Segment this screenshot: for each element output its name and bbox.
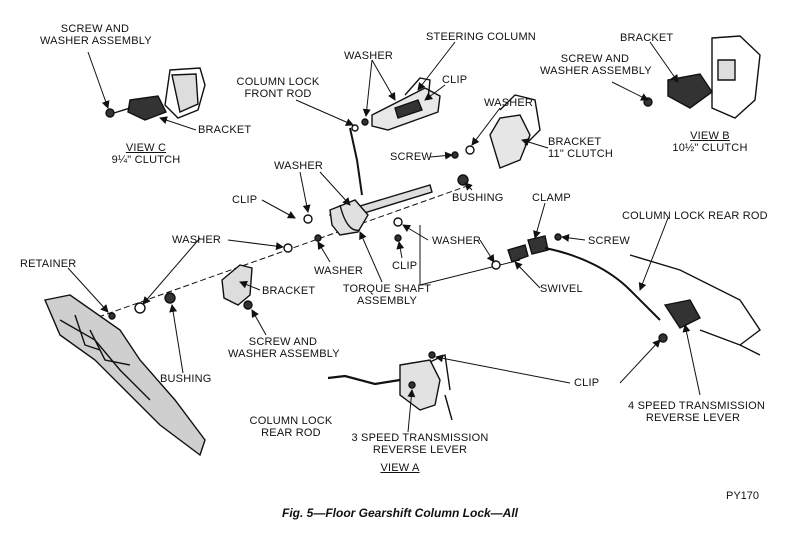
label-line: VIEW B	[690, 130, 730, 142]
view-a-assembly	[327, 351, 453, 421]
bracket-11-clutch	[451, 94, 541, 169]
label-line: FRONT ROD	[244, 88, 312, 100]
label-line: SCREW AND	[248, 336, 318, 348]
label-line: SCREW AND	[60, 23, 130, 35]
label-bracket-11-clutch: BRACKET 11" CLUTCH	[548, 136, 613, 160]
label-column-lock-front-rod: COLUMN LOCK FRONT ROD	[228, 76, 328, 100]
label-line: VIEW C	[125, 142, 167, 154]
floor-panel	[44, 294, 206, 457]
label-line: 11" CLUTCH	[548, 148, 613, 160]
label-line: REAR ROD	[261, 427, 321, 439]
label-washer-top: WASHER	[344, 50, 394, 62]
label-washer-right: WASHER	[432, 235, 482, 247]
label-line: COLUMN LOCK	[236, 76, 320, 88]
label-view-b: VIEW B 10½" CLUTCH	[670, 130, 750, 154]
label-3-speed: 3 SPEED TRANSMISSION REVERSE LEVER	[350, 432, 490, 456]
label-line: WASHER ASSEMBLY	[40, 35, 152, 47]
label-line: COLUMN LOCK	[249, 415, 333, 427]
label-bracket-lower: BRACKET	[262, 285, 316, 297]
view-b-assembly	[643, 35, 761, 119]
steering-column	[349, 77, 441, 196]
label-view-c: VIEW C 9¼" CLUTCH	[106, 142, 186, 166]
label-line: SCREW AND	[560, 53, 630, 65]
label-clip-bottom: CLIP	[574, 377, 600, 389]
label-line: REVERSE LEVER	[645, 412, 741, 424]
view-c-assembly	[105, 67, 206, 121]
figure-code: PY170	[726, 490, 760, 502]
label-view-a: VIEW A	[380, 462, 420, 474]
label-screw-right: SCREW	[588, 235, 630, 247]
label-line: BRACKET	[548, 136, 602, 148]
label-4-speed: 4 SPEED TRANSMISSION REVERSE LEVER	[628, 400, 766, 424]
label-column-lock-rear-rod: COLUMN LOCK REAR ROD	[622, 210, 768, 222]
label-washer-left-mid: WASHER	[274, 160, 324, 172]
leader-lines	[67, 41, 701, 433]
label-screw-washer-b: SCREW AND WASHER ASSEMBLY	[540, 53, 652, 77]
label-line: 4 SPEED TRANSMISSION	[628, 400, 766, 412]
rear-rod-assembly	[419, 225, 761, 356]
label-bracket-b: BRACKET	[620, 32, 674, 44]
label-line: 3 SPEED TRANSMISSION	[351, 432, 489, 444]
label-bracket-c: BRACKET	[198, 124, 252, 136]
label-swivel: SWIVEL	[540, 283, 583, 295]
label-screw-washer-c: SCREW AND WASHER ASSEMBLY	[40, 23, 152, 47]
label-column-lock-rear-rod-a: COLUMN LOCK REAR ROD	[246, 415, 336, 439]
lower-bracket	[108, 264, 253, 320]
label-screw-mid: SCREW	[390, 151, 432, 163]
label-retainer: RETAINER	[20, 258, 77, 270]
label-clip-top: CLIP	[442, 74, 468, 86]
label-steering-column: STEERING COLUMN	[426, 31, 536, 43]
label-clamp: CLAMP	[532, 192, 571, 204]
label-clip-left: CLIP	[232, 194, 258, 206]
label-bushing-mid: BUSHING	[452, 192, 504, 204]
label-line: ASSEMBLY	[356, 295, 418, 307]
label-screw-washer-lower: SCREW AND WASHER ASSEMBLY	[228, 336, 340, 360]
label-torque-shaft: TORQUE SHAFT ASSEMBLY	[332, 283, 442, 307]
label-line: WASHER ASSEMBLY	[540, 65, 652, 77]
label-bushing-lower: BUSHING	[160, 373, 212, 385]
torque-shaft-assembly	[89, 174, 471, 321]
label-line: 10½" CLUTCH	[672, 142, 748, 154]
label-washer-center: WASHER	[314, 265, 364, 277]
label-line: 9¼" CLUTCH	[111, 154, 181, 166]
label-line: WASHER ASSEMBLY	[228, 348, 340, 360]
label-washer-left: WASHER	[172, 234, 222, 246]
label-line: TORQUE SHAFT	[342, 283, 432, 295]
label-clip-center: CLIP	[392, 260, 418, 272]
label-washer-upper-mid: WASHER	[484, 97, 534, 109]
label-line: REVERSE LEVER	[372, 444, 468, 456]
figure-caption: Fig. 5—Floor Gearshift Column Lock—All	[281, 506, 518, 520]
